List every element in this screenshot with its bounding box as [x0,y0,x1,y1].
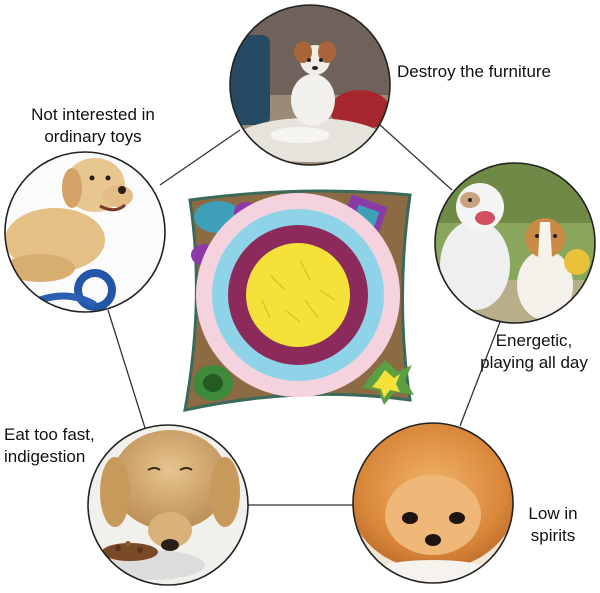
photo-frame-eating [87,424,249,586]
photo-circle-energetic [435,163,595,323]
label-low-in-spirits: Low in spirits [520,503,586,547]
label-energetic-playing: Energetic, playing all day [470,330,598,374]
beagle-body [517,250,573,320]
photo-circle-eating [88,425,248,585]
photo-frame-energetic [434,162,596,324]
photo-frame-spirits [352,422,514,584]
label-eat-too-fast: Eat too fast, indigestion [4,424,95,468]
red-pillow [330,90,390,130]
label-eating-line1: Eat too fast, [4,425,95,444]
label-energetic-line1: Energetic, [495,331,573,350]
sofa-cushion [230,35,270,125]
photo-circle-spirits [353,423,513,583]
label-eating-line2: indigestion [4,447,86,466]
photo-circle-toys [5,152,165,312]
label-toys-line2: ordinary toys [44,127,142,146]
mat-center-yellow [246,243,350,347]
label-toys-line1: Not interested in [31,105,155,124]
photo-circle-furniture [230,5,390,165]
label-spirits-line1: Low in [528,504,578,523]
connector-top-right [379,124,453,191]
label-energetic-line2: playing all day [480,353,588,372]
connector-left-bottomleft [107,309,146,429]
label-not-interested-toys: Not interested in ordinary toys [18,104,168,148]
connector-top-left [159,129,241,186]
golden-head [112,430,228,530]
connector-right-bottomright [459,321,501,427]
snuffle-mat [183,189,414,412]
label-destroy-furniture-text: Destroy the furniture [397,62,552,81]
photo-frame-furniture [229,4,391,166]
bulldog-body [440,220,510,310]
yellow-ball-toy [564,249,590,275]
label-spirits-line2: spirits [530,526,576,545]
blue-ring-toy [74,269,116,311]
connector-lines [107,124,501,506]
photo-frame-toys [4,151,166,313]
dog-body [291,74,335,126]
label-destroy-furniture: Destroy the furniture [397,61,551,83]
